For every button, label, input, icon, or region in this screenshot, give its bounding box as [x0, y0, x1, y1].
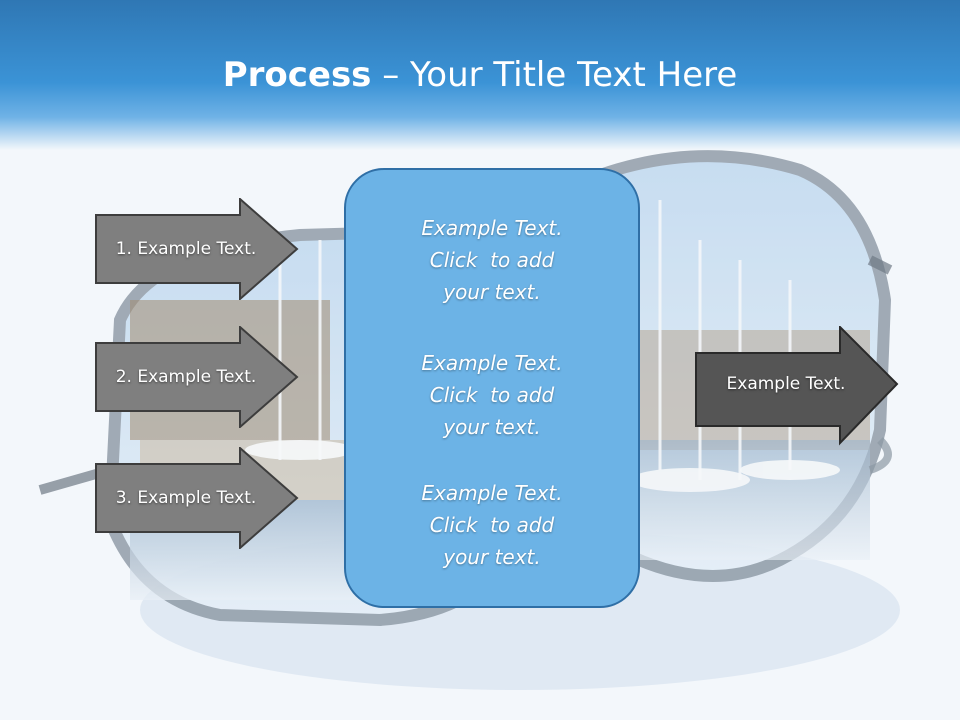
right-arrow-shape-icon — [95, 198, 299, 300]
slide-title: Process – Your Title Text Here — [0, 52, 960, 98]
center-text-box[interactable] — [344, 168, 640, 608]
center-text-line: Click to add — [429, 248, 555, 272]
result-arrow[interactable]: Example Text. — [695, 326, 899, 446]
process-step-arrow-3[interactable]: 3. Example Text. — [95, 447, 299, 549]
right-arrow-shape-icon — [95, 326, 299, 428]
center-text-line: your text. — [443, 280, 541, 304]
process-step-arrow-2[interactable]: 2. Example Text. — [95, 326, 299, 428]
center-text-block-3: Example Text. Click to add your text. — [344, 477, 640, 573]
right-arrow-shape-icon — [695, 326, 899, 446]
center-text-block-1: Example Text. Click to add your text. — [344, 212, 640, 308]
result-arrow-label: Example Text. — [726, 374, 846, 394]
center-text-line: Click to add — [429, 383, 555, 407]
process-step-label: 3. Example Text. — [115, 488, 257, 508]
center-text-line: your text. — [443, 415, 541, 439]
slide-title-bold: Process — [222, 55, 372, 95]
center-text-line: Example Text. — [421, 481, 563, 505]
process-step-label: 1. Example Text. — [115, 239, 257, 259]
title-bar — [0, 0, 960, 150]
center-text-line: your text. — [443, 545, 541, 569]
center-text-line: Click to add — [429, 513, 555, 537]
center-text-line: Example Text. — [421, 216, 563, 240]
center-text-line: Example Text. — [421, 351, 563, 375]
process-step-arrow-1[interactable]: 1. Example Text. — [95, 198, 299, 300]
slide-title-rest: – Your Title Text Here — [371, 55, 738, 95]
right-arrow-shape-icon — [95, 447, 299, 549]
center-text-block-2: Example Text. Click to add your text. — [344, 347, 640, 443]
process-step-label: 2. Example Text. — [115, 367, 257, 387]
